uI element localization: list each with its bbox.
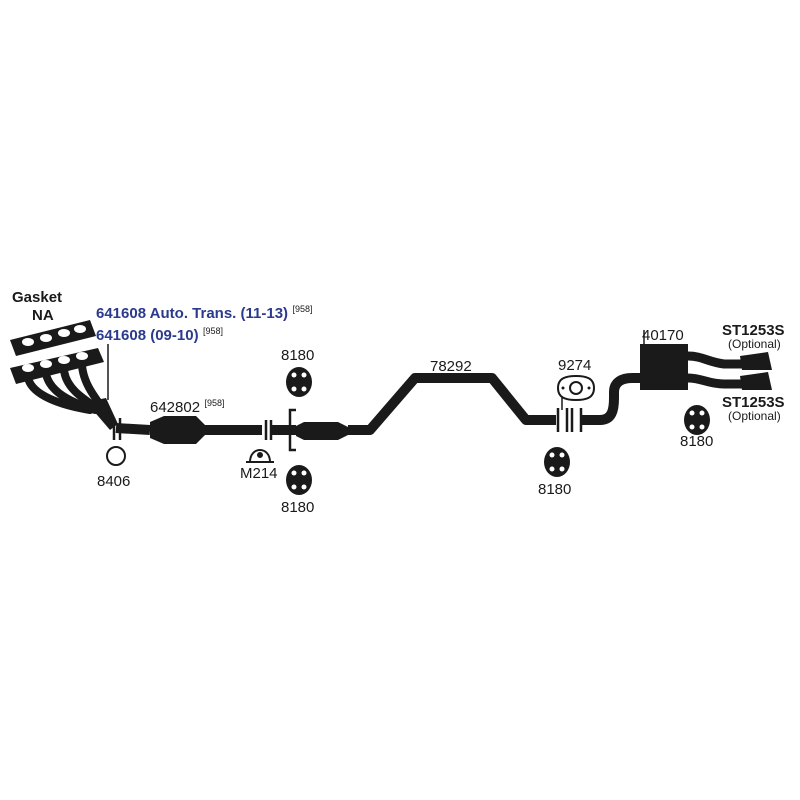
manifold-auto-part: 641608 Auto. Trans. (11-13) — [96, 305, 288, 322]
exhaust-tip-lower — [740, 372, 772, 390]
hanger-lower-left-icon — [286, 465, 312, 495]
label-manifold-auto: 641608 Auto. Trans. (11-13) [958] — [96, 304, 313, 322]
manifold-auto-sup: [958] — [293, 304, 313, 314]
label-converter: 642802 [958] — [150, 398, 225, 416]
label-tip-lower-note: (Optional) — [728, 409, 781, 423]
label-78292: 78292 — [430, 358, 472, 375]
label-m214: M214 — [240, 465, 278, 482]
label-manifold-std: 641608 (09-10) [958] — [96, 326, 223, 344]
hanger-right-icon — [684, 405, 710, 435]
label-tip-lower: ST1253S — [722, 394, 785, 411]
manifold-collector — [86, 398, 118, 430]
label-tip-upper: ST1253S — [722, 322, 785, 339]
resonator — [296, 422, 350, 440]
hanger-mid-icon — [544, 447, 570, 477]
manifold-std-sup: [958] — [203, 326, 223, 336]
gasket-8406-icon — [106, 446, 126, 466]
label-40170: 40170 — [642, 327, 684, 344]
leader-lines — [107, 330, 645, 410]
converter-part: 642802 — [150, 399, 200, 416]
rear-flange — [556, 408, 583, 432]
label-hanger-lower-left: 8180 — [281, 499, 314, 516]
label-tip-upper-note: (Optional) — [728, 337, 781, 351]
label-hanger-mid: 8180 — [538, 481, 571, 498]
catalytic-converter — [150, 416, 206, 444]
label-na: NA — [32, 307, 54, 324]
label-gasket: Gasket — [12, 289, 62, 306]
center-flange-bracket — [264, 408, 296, 452]
clamp-m214-icon — [246, 449, 274, 463]
gasket-9274-icon — [556, 374, 596, 402]
manifold-std-part: 641608 (09-10) — [96, 327, 199, 344]
converter-sup: [958] — [205, 398, 225, 408]
manifold-gasket-top — [10, 320, 96, 356]
label-hanger-right: 8180 — [680, 433, 713, 450]
front-flange — [112, 418, 122, 440]
muffler — [640, 344, 744, 390]
exhaust-tip-upper — [740, 352, 772, 370]
hanger-upper-left-icon — [286, 367, 312, 397]
exhaust-manifold — [10, 320, 118, 430]
label-hanger-upper-left: 8180 — [281, 347, 314, 364]
exhaust-pipe — [115, 373, 642, 435]
label-8406: 8406 — [97, 473, 130, 490]
manifold-flange — [10, 348, 104, 384]
label-9274: 9274 — [558, 357, 591, 374]
